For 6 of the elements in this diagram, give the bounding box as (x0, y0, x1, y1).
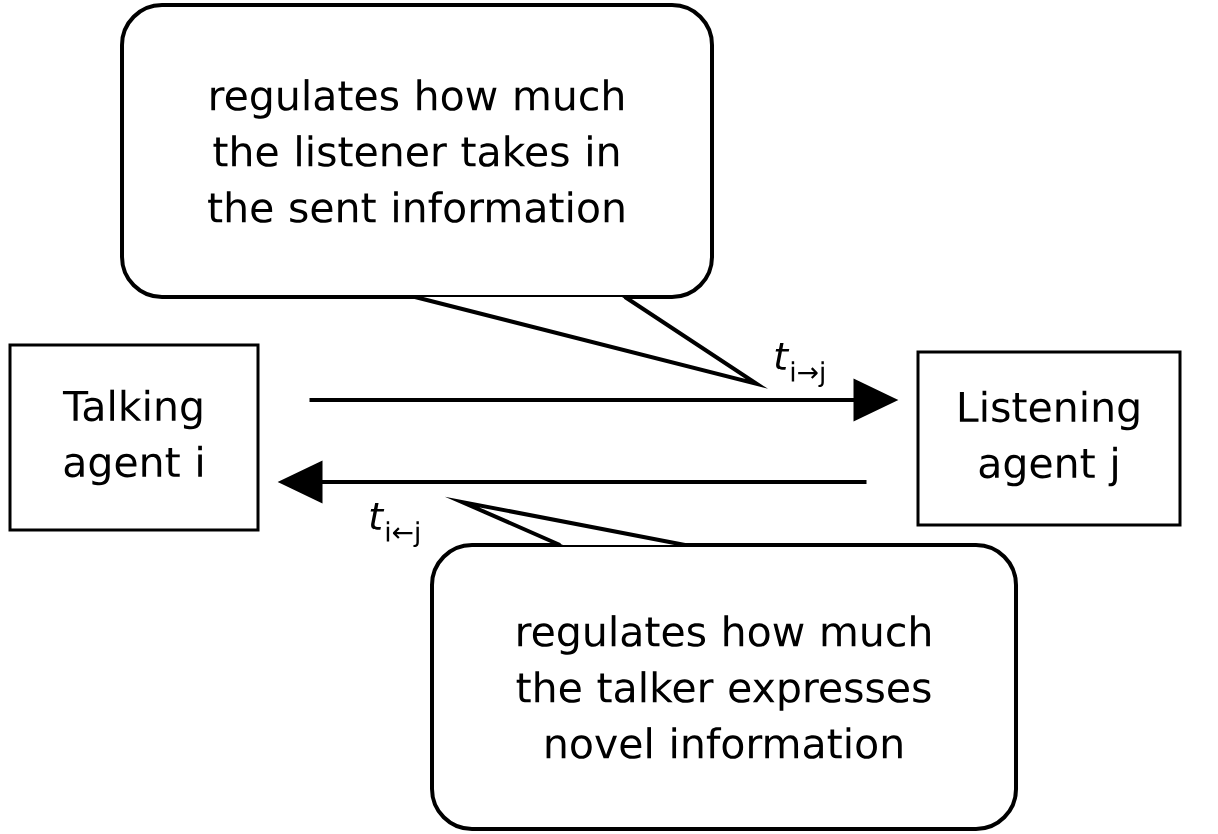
speech-bubble: regulates how much the talker expresses novel information (430, 496, 1018, 831)
agent-box: Talking agent i (8, 343, 260, 532)
edge-label: t$_{i←j}$ (366, 501, 424, 549)
agent-box: Listening agent j (916, 350, 1182, 527)
edge-label: t$_{i→j}$ (771, 341, 829, 389)
speech-bubble: regulates how much the listener takes in the sent information (120, 3, 769, 389)
